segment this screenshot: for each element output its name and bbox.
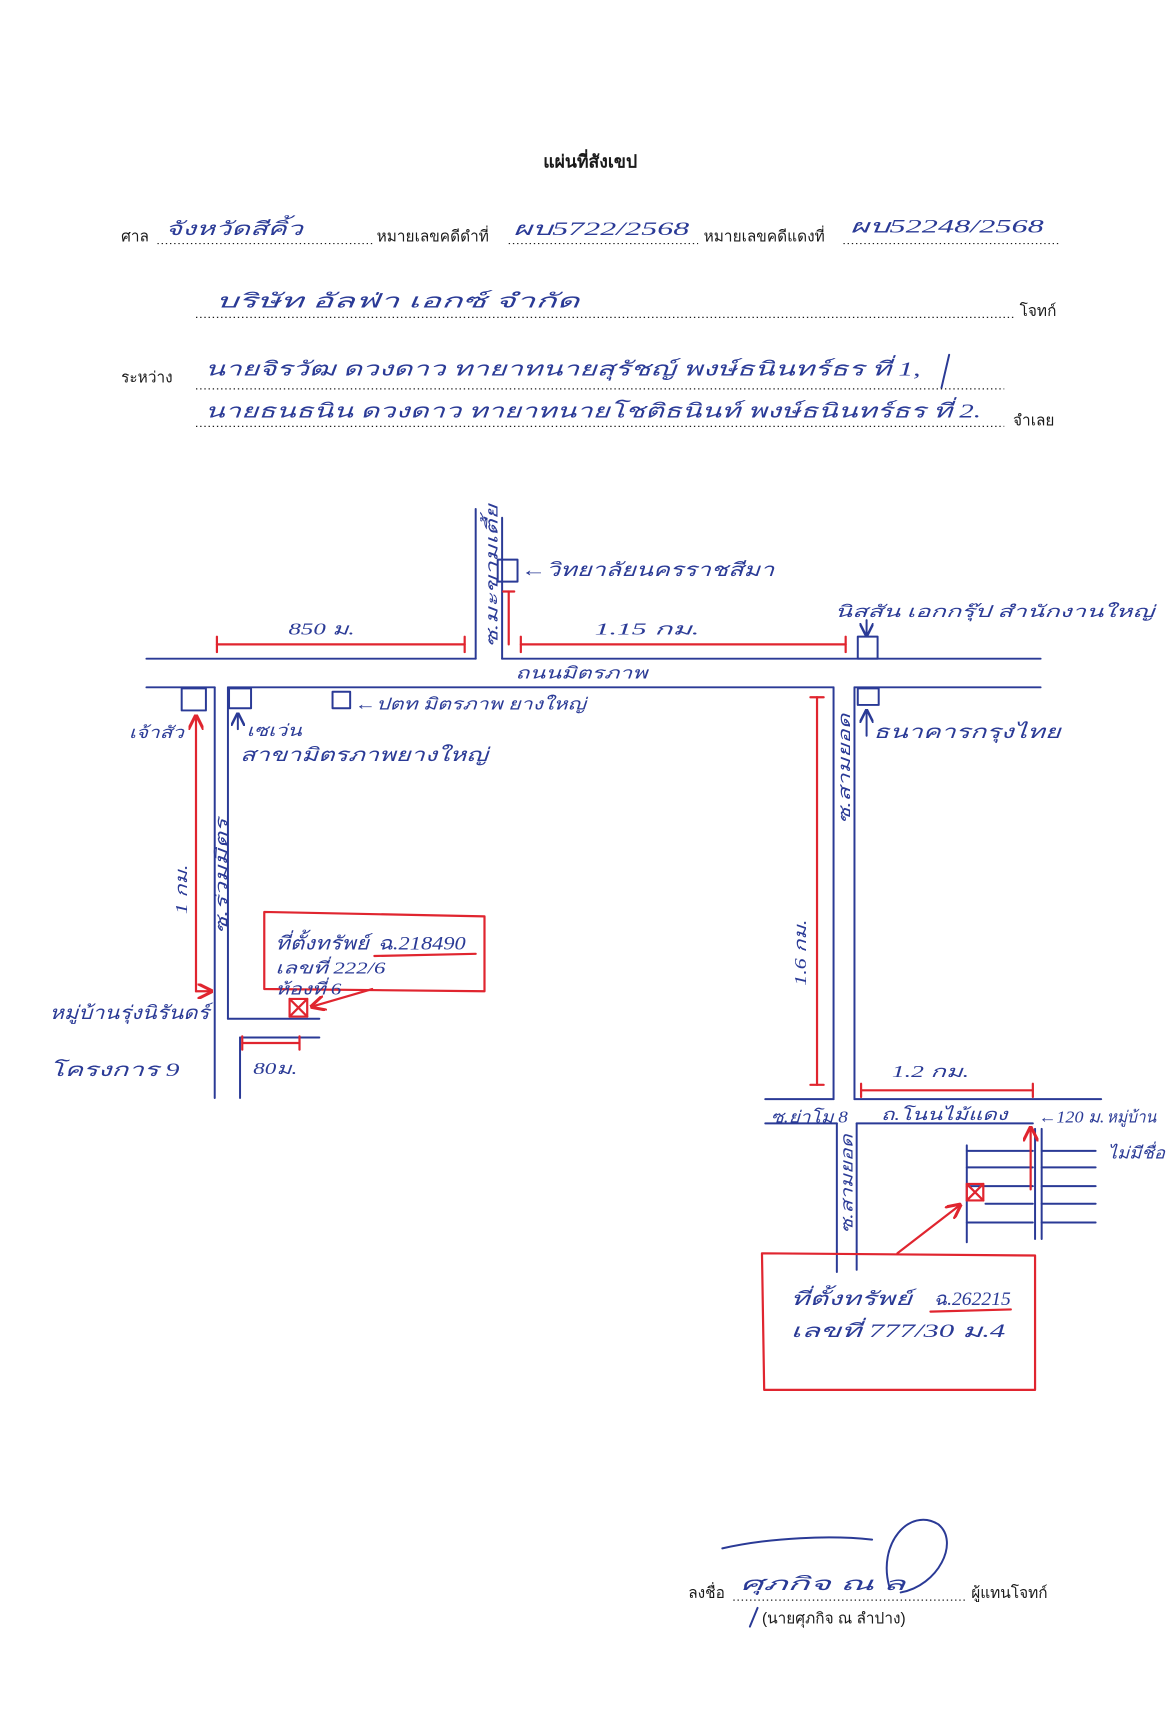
property-1-callout-box <box>263 910 486 993</box>
distance-label-80m: 80ม. <box>253 1059 297 1078</box>
lower-left-soi-label: ซ.ย่าโม 8 <box>771 1107 849 1126</box>
nissan-building-icon <box>856 635 879 660</box>
property-1-deed-underline <box>373 952 477 958</box>
ptt-station-building-icon <box>331 690 352 710</box>
marker-cross <box>965 1182 985 1202</box>
red-case-value: ผบ52248/2568 <box>850 217 1045 238</box>
right-soi-lower-label: ซ.สามยอด <box>837 1133 856 1234</box>
plaintiff-label: โจทก์ <box>1020 302 1057 320</box>
defendant-label: จำเลย <box>1013 412 1054 429</box>
property-1-deed: ฉ.218490 <box>378 933 467 954</box>
court-value: จังหวัดสีคิ้ว <box>165 215 305 240</box>
nissan-label: นิสสัน เอกกรุ๊ป สำนักงานใหญ่ <box>835 602 1157 622</box>
property-2-house-number: เลขที่ 777/30 ม.4 <box>791 1317 1006 1342</box>
property-1-label: ที่ตั้งทรัพย์ <box>275 929 373 954</box>
between-label: ระหว่าง <box>121 369 173 386</box>
property-1-pointer-arrow-icon <box>312 987 374 1007</box>
signature: ศุภกิจ ณ ล <box>740 1574 908 1595</box>
village-right-label: หมู่บ้าน <box>1107 1107 1157 1127</box>
property-2-callout-box <box>760 1252 1037 1391</box>
marker-square <box>965 1182 985 1202</box>
road-network <box>145 507 1103 1274</box>
plaintiff-value: บริษัท อัลฟ่า เอกซ์ จำกัด <box>216 289 581 312</box>
top-soi-label: ซ.มะขามเตี้ย <box>480 502 502 647</box>
ptt-station-label: ←ปตท มิตรภาพ ยางใหญ่ <box>355 694 589 713</box>
marker-cross <box>288 997 309 1018</box>
lower-road-label: ถ.โนนไม้แดง <box>881 1105 1010 1124</box>
court-label: ศาล <box>121 228 149 245</box>
property-1-house-number: เลขที่ 222/6 <box>275 957 386 978</box>
right-soi-label: ซ.สามยอด <box>835 712 854 824</box>
krungthai-label: ธนาคารกรุงไทย <box>873 721 1062 743</box>
property-2-label: ที่ตั้งทรัพย์ <box>791 1285 918 1310</box>
property-2-location-marker-icon <box>965 1182 985 1202</box>
defendant-line-1: นายจิรวัฒ ดวงดาว ทายาทนายสุรัชญ์ พงษ์ธนิ… <box>205 355 921 382</box>
chaosua-label: เจ้าสัว <box>129 723 186 742</box>
handwritten-slash-mark <box>940 353 951 389</box>
black-case-label: หมายเลขคดีดำที่ <box>377 225 489 245</box>
black-case-value: ผบ5722/2568 <box>513 219 690 240</box>
marker-square <box>288 997 309 1018</box>
seven-eleven-label: เซเว่น <box>247 721 303 740</box>
seven-eleven-branch-label: สาขามิตรภาพยางใหญ่ <box>240 744 492 766</box>
project-label: โครงการ 9 <box>50 1059 181 1081</box>
signer-role: ผู้แทนโจทก์ <box>971 1584 1047 1603</box>
property-2-pointer-arrow-icon <box>896 1205 960 1255</box>
village-right-name-label: ไม่มีชื่อ <box>1108 1142 1166 1163</box>
red-case-label: หมายเลขคดีแดงที่ <box>704 225 825 245</box>
distance-label-1-15km: 1.15 กม. <box>595 619 700 638</box>
property-1-unit: ห้องที่ 6 <box>275 978 342 999</box>
left-soi-label: ซ.ร่วมมิตร <box>212 815 231 934</box>
property-2-deed: ฉ.262215 <box>934 1289 1011 1310</box>
property-1-location-marker-icon <box>288 997 309 1018</box>
property-2-deed-underline <box>929 1308 1012 1313</box>
chaosua-building-icon <box>180 687 207 712</box>
distance-label-1-6km: 1.6 กม. <box>791 920 810 986</box>
krungthai-building-icon <box>856 687 880 706</box>
distance-label-850m: 850 ม. <box>288 619 354 638</box>
distance-markers <box>196 590 1033 1191</box>
seven-eleven-building-icon <box>228 687 253 710</box>
signature-flourish <box>721 1518 948 1594</box>
main-road-label: ถนนมิตรภาพ <box>515 664 650 683</box>
college-label: ←วิทยาลัยนครราชสีมา <box>521 560 775 581</box>
distance-label-left-soi: 1 กม. <box>172 865 191 915</box>
signer-printed-name: (นายศุภกิจ ณ ลำปาง) <box>762 1610 906 1628</box>
handwritten-slash-mark <box>748 1606 759 1628</box>
sign-label: ลงชื่อ <box>688 1582 725 1602</box>
village-grid <box>965 1127 1097 1244</box>
village-right-distance-label: ←120 ม. <box>1038 1107 1104 1126</box>
defendant-line-2: นายธนธนิน ดวงดาว ทายาทนายโชติธนินท์ พงษ์… <box>205 397 981 423</box>
village-left-label: หมู่บ้านรุ่งนิรันดร์ <box>50 1002 214 1024</box>
college-building-icon <box>496 558 519 583</box>
page-title: แผ่นที่สังเขป <box>543 149 637 172</box>
distance-label-1-2km: 1.2 กม. <box>892 1062 969 1081</box>
